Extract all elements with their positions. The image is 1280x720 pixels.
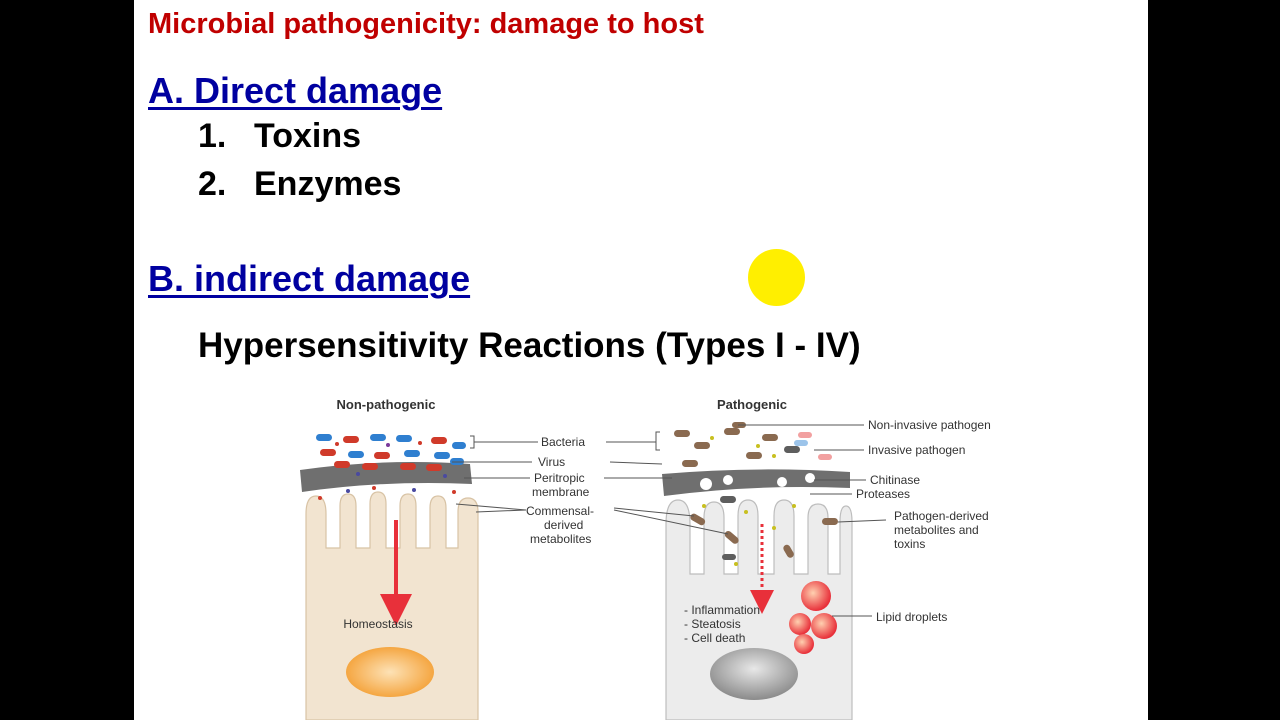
subheading: Hypersensitivity Reactions (Types I - IV… <box>198 326 861 365</box>
peritropic-label: membrane <box>532 485 590 499</box>
commensal-label: derived <box>544 518 583 532</box>
slide-title: Microbial pathogenicity: damage to host <box>148 8 704 40</box>
effects-label: - Cell death <box>684 631 745 645</box>
pathogen-derived-label: metabolites and <box>894 523 979 537</box>
effects-label: - Steatosis <box>684 617 741 631</box>
effects-label: - Inflammation <box>684 603 760 617</box>
pathogenic-cell: - Inflammation - Steatosis - Cell death <box>665 499 853 720</box>
section-a-heading: A. Direct damage <box>148 70 443 111</box>
bacteria-label: Bacteria <box>541 435 585 449</box>
peritropic-label: Peritropic <box>534 471 585 485</box>
list-item-number: 1. <box>198 117 227 155</box>
pathogen-cluster <box>674 422 838 566</box>
lipid-droplets-label: Lipid droplets <box>876 610 947 624</box>
right-panel-title: Pathogenic <box>717 397 787 412</box>
homeostasis-label: Homeostasis <box>343 617 412 631</box>
left-panel-title: Non-pathogenic <box>337 397 436 412</box>
list-item-number: 2. <box>198 165 227 203</box>
proteases-label: Proteases <box>856 487 910 501</box>
commensal-label: Commensal- <box>526 504 594 518</box>
non-invasive-label: Non-invasive pathogen <box>868 418 991 432</box>
list-item-label: Enzymes <box>254 165 402 203</box>
list-item-label: Toxins <box>254 117 362 155</box>
bacteria-cluster <box>316 434 466 500</box>
non-pathogenic-cell: Homeostasis <box>305 491 479 720</box>
section-b-heading: B. indirect damage <box>148 258 471 299</box>
list-item: 1. Toxins <box>198 117 361 156</box>
pointer-highlight-dot <box>748 249 805 306</box>
invasive-label: Invasive pathogen <box>868 443 965 457</box>
pathogen-derived-label: toxins <box>894 537 925 551</box>
gut-epithelium-figure: Non-pathogenic Pathogenic Homeostasis <box>300 397 991 720</box>
list-item: 2. Enzymes <box>198 165 401 204</box>
chitinase-label: Chitinase <box>870 473 920 487</box>
virus-label: Virus <box>538 455 565 469</box>
commensal-label: metabolites <box>530 532 591 546</box>
pathogen-derived-label: Pathogen-derived <box>894 509 989 523</box>
slide: Microbial pathogenicity: damage to host … <box>134 0 1148 720</box>
